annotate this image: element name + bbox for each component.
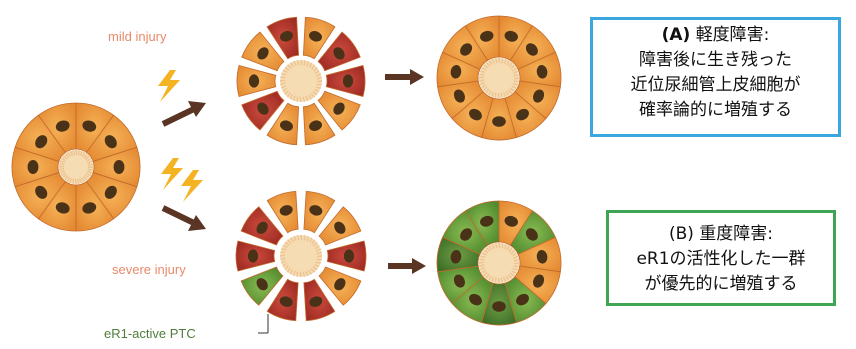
tubule-severe-recovered [437,201,561,325]
nucleus [492,301,506,312]
eR1-active-ptc-label: eR1-active PTC [104,326,196,341]
mild-injury-label: mild injury [108,29,167,44]
caption-a-line: 近位尿細管上皮細胞が [593,73,838,98]
tubule-lumen [479,58,519,98]
tubule-lumen [479,243,519,283]
caption-a-prefix: (A) [662,25,691,45]
nucleus [28,160,39,174]
tubule-initial [12,103,140,231]
nucleus [492,116,506,127]
epithelial-cell [236,241,275,271]
tubule-severe-injured [236,191,366,320]
lightning-bolt-icon [161,158,203,202]
caption-a-title: 軽度障害: [696,25,770,45]
tubule-lumen [280,60,322,102]
caption-box-severe: (B) 重度障害: eR1の活性化した一群 が優先的に増殖する [606,210,836,306]
nucleus [114,160,125,174]
severe-injury-arrow-icon [163,208,206,231]
caption-b-title: (B) 重度障害: [609,222,833,247]
tubule-lumen [280,235,322,277]
nucleus [249,74,259,87]
caption-a-title-line: (A) 軽度障害: [593,23,838,48]
caption-b-line: eR1の活性化した一群 [609,247,833,272]
epithelial-cell [327,241,366,271]
caption-b-line: が優先的に増殖する [609,272,833,297]
severe-injury-label: severe injury [112,262,186,277]
nucleus [343,74,353,87]
tubule-mild-injured [237,17,365,144]
caption-box-mild: (A) 軽度障害: 障害後に生き残った 近位尿細管上皮細胞が 確率論的に増殖する [590,17,841,137]
lightning-bolt-icon [158,70,180,102]
epithelial-cell [237,65,276,96]
eR1-ptc-leader-line [258,314,268,333]
caption-a-line: 障害後に生き残った [593,48,838,73]
nucleus [344,249,354,262]
mild-progress-arrow-icon [385,69,424,85]
epithelial-cell [326,65,365,96]
nucleus [248,249,258,262]
tubule-lumen [59,150,93,184]
mild-injury-arrow-icon [163,101,206,124]
severe-progress-arrow-icon [388,258,426,274]
caption-a-line: 確率論的に増殖する [593,98,838,123]
tubule-mild-recovered [437,16,561,140]
